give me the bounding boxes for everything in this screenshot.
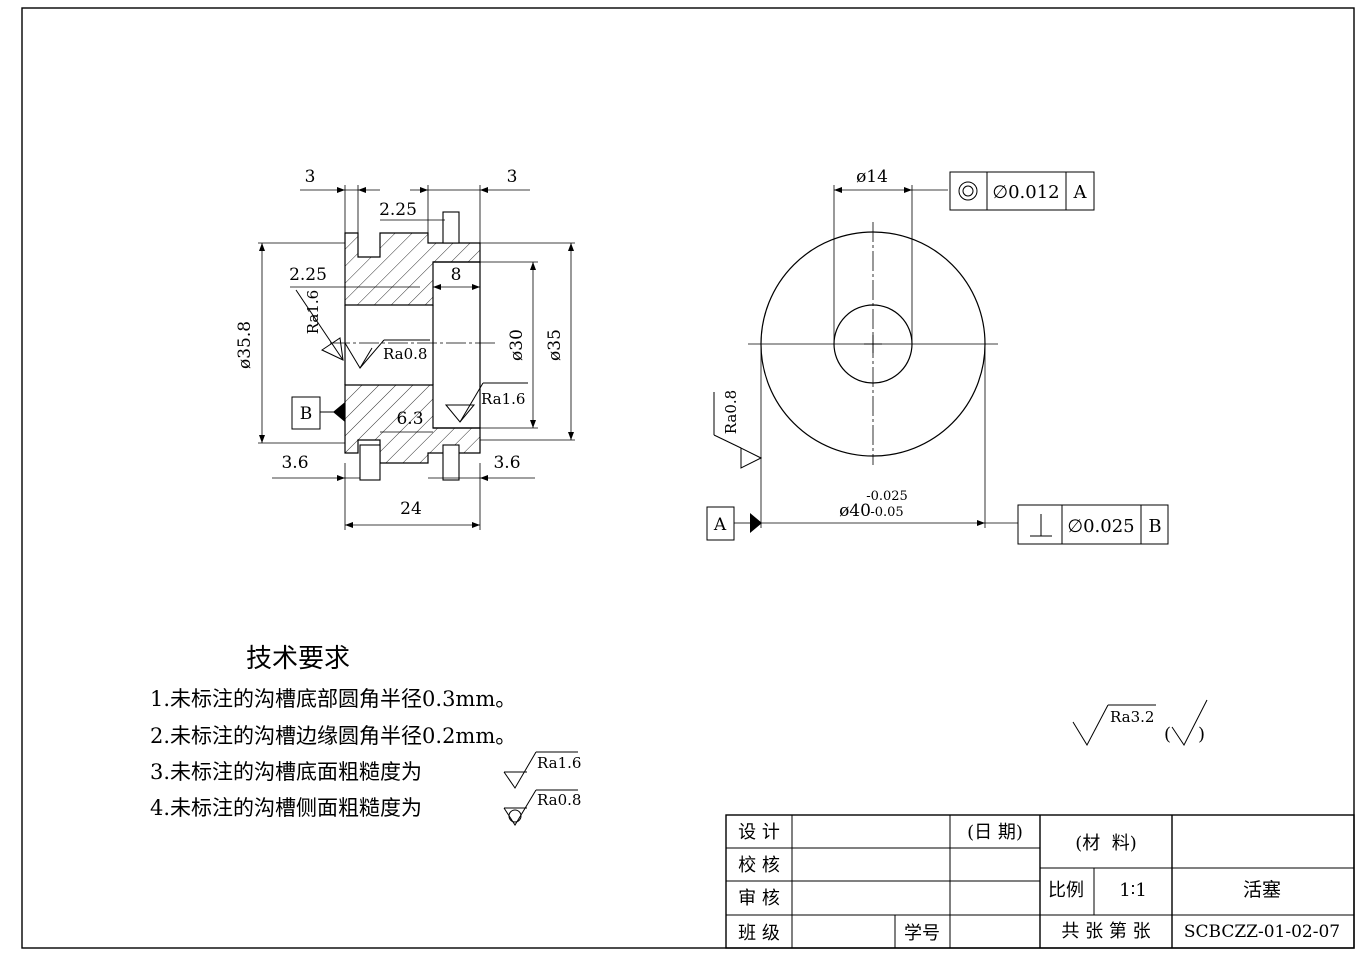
perpendicularity-icon bbox=[1030, 514, 1052, 537]
datum-b-triangle bbox=[333, 402, 345, 422]
dim-top-left: 3 bbox=[305, 167, 316, 187]
section-top-groove-2 bbox=[442, 211, 460, 244]
paren-close: ) bbox=[1198, 724, 1205, 745]
general-ra: Ra3.2 bbox=[1110, 708, 1154, 726]
ra-left: Ra1.6 bbox=[304, 290, 322, 334]
tb-sheets: 共 张 第 张 bbox=[1061, 921, 1150, 942]
tb-review: 审 核 bbox=[738, 888, 780, 909]
drawing-border bbox=[21, 7, 1355, 949]
tb-material: (材 料) bbox=[1075, 833, 1137, 854]
tb-date: (日 期) bbox=[967, 822, 1023, 843]
datum-a-box bbox=[706, 506, 735, 541]
perp-datum: B bbox=[1148, 516, 1161, 537]
tech-ra4: Ra0.8 bbox=[537, 791, 581, 809]
ra-right: Ra1.6 bbox=[481, 390, 525, 408]
ra-side: Ra0.8 bbox=[722, 390, 740, 434]
dim-bore: ø30 bbox=[507, 329, 527, 361]
tech-item-1: 1.未标注的沟槽底部圆角半径0.3mm。 bbox=[150, 687, 516, 711]
tb-drawing-no: SCBCZZ-01-02-07 bbox=[1184, 922, 1340, 942]
roughness-symbol-right bbox=[444, 382, 528, 423]
coax-tol: ∅0.012 bbox=[992, 182, 1059, 203]
dim-groove-top: 2.25 bbox=[379, 200, 417, 220]
roughness-symbol-tech4 bbox=[503, 789, 578, 826]
roughness-symbol-center bbox=[344, 339, 430, 369]
dim-bore-depth: 8 bbox=[451, 265, 462, 285]
section-bottom-groove-2 bbox=[442, 444, 460, 481]
datum-b-box bbox=[291, 396, 321, 430]
perpendicularity-frame bbox=[1017, 504, 1169, 545]
dim-od-base: ø40 bbox=[839, 501, 871, 521]
dim-bottom-left: 3.6 bbox=[281, 453, 308, 473]
datum-a: A bbox=[713, 515, 727, 535]
tech-item-4: 4.未标注的沟槽侧面粗糙度为 bbox=[150, 796, 422, 820]
section-view: 3 3 2.25 2.25 8 ø35.8 ø30 ø35 3.6 3.6 24… bbox=[235, 167, 575, 530]
tb-scale-label: 比例 bbox=[1048, 880, 1084, 901]
tb-check: 校 核 bbox=[738, 855, 780, 876]
dim-inner: 6.3 bbox=[396, 409, 423, 429]
dim-od-right: ø35 bbox=[545, 329, 565, 361]
section-bottom-groove-1 bbox=[359, 444, 381, 481]
dim-od-upper: -0.025 bbox=[866, 489, 908, 504]
roughness-symbol-side bbox=[713, 392, 763, 469]
dim-groove-mid: 2.25 bbox=[289, 265, 327, 285]
tb-class: 班 级 bbox=[738, 923, 780, 944]
dim-od-lower: -0.05 bbox=[870, 505, 903, 520]
title-block bbox=[725, 814, 1355, 949]
tech-title: 技术要求 bbox=[246, 644, 350, 674]
perp-tol: ∅0.025 bbox=[1067, 516, 1134, 537]
paren-open: ( bbox=[1164, 724, 1171, 745]
tech-ra3: Ra1.6 bbox=[537, 754, 581, 772]
roughness-symbol-left bbox=[295, 289, 344, 361]
tech-item-3: 3.未标注的沟槽底面粗糙度为 bbox=[150, 760, 422, 784]
tb-part-name: 活塞 bbox=[1243, 879, 1281, 901]
general-roughness bbox=[1072, 699, 1208, 747]
tb-design: 设 计 bbox=[738, 822, 780, 843]
dim-od-left: ø35.8 bbox=[235, 321, 255, 369]
dim-top-right: 3 bbox=[507, 167, 518, 187]
coaxiality-icon bbox=[958, 181, 978, 201]
ra-center: Ra0.8 bbox=[383, 345, 427, 363]
tech-item-2: 2.未标注的沟槽边缘圆角半径0.2mm。 bbox=[150, 724, 516, 748]
dim-length: 24 bbox=[400, 499, 422, 519]
roughness-symbol-tech3 bbox=[503, 751, 578, 789]
coax-datum: A bbox=[1073, 182, 1088, 203]
tb-student-no: 学号 bbox=[904, 923, 940, 944]
coaxiality-frame bbox=[949, 171, 1095, 211]
end-view: ø14 ø40 -0.025 -0.05 ∅0.012 A ∅0.025 B bbox=[706, 167, 1169, 545]
dim-hole: ø14 bbox=[856, 167, 888, 187]
tb-scale-value: 1∶1 bbox=[1119, 880, 1147, 901]
datum-b: B bbox=[300, 404, 313, 424]
dim-bottom-right: 3.6 bbox=[493, 453, 520, 473]
